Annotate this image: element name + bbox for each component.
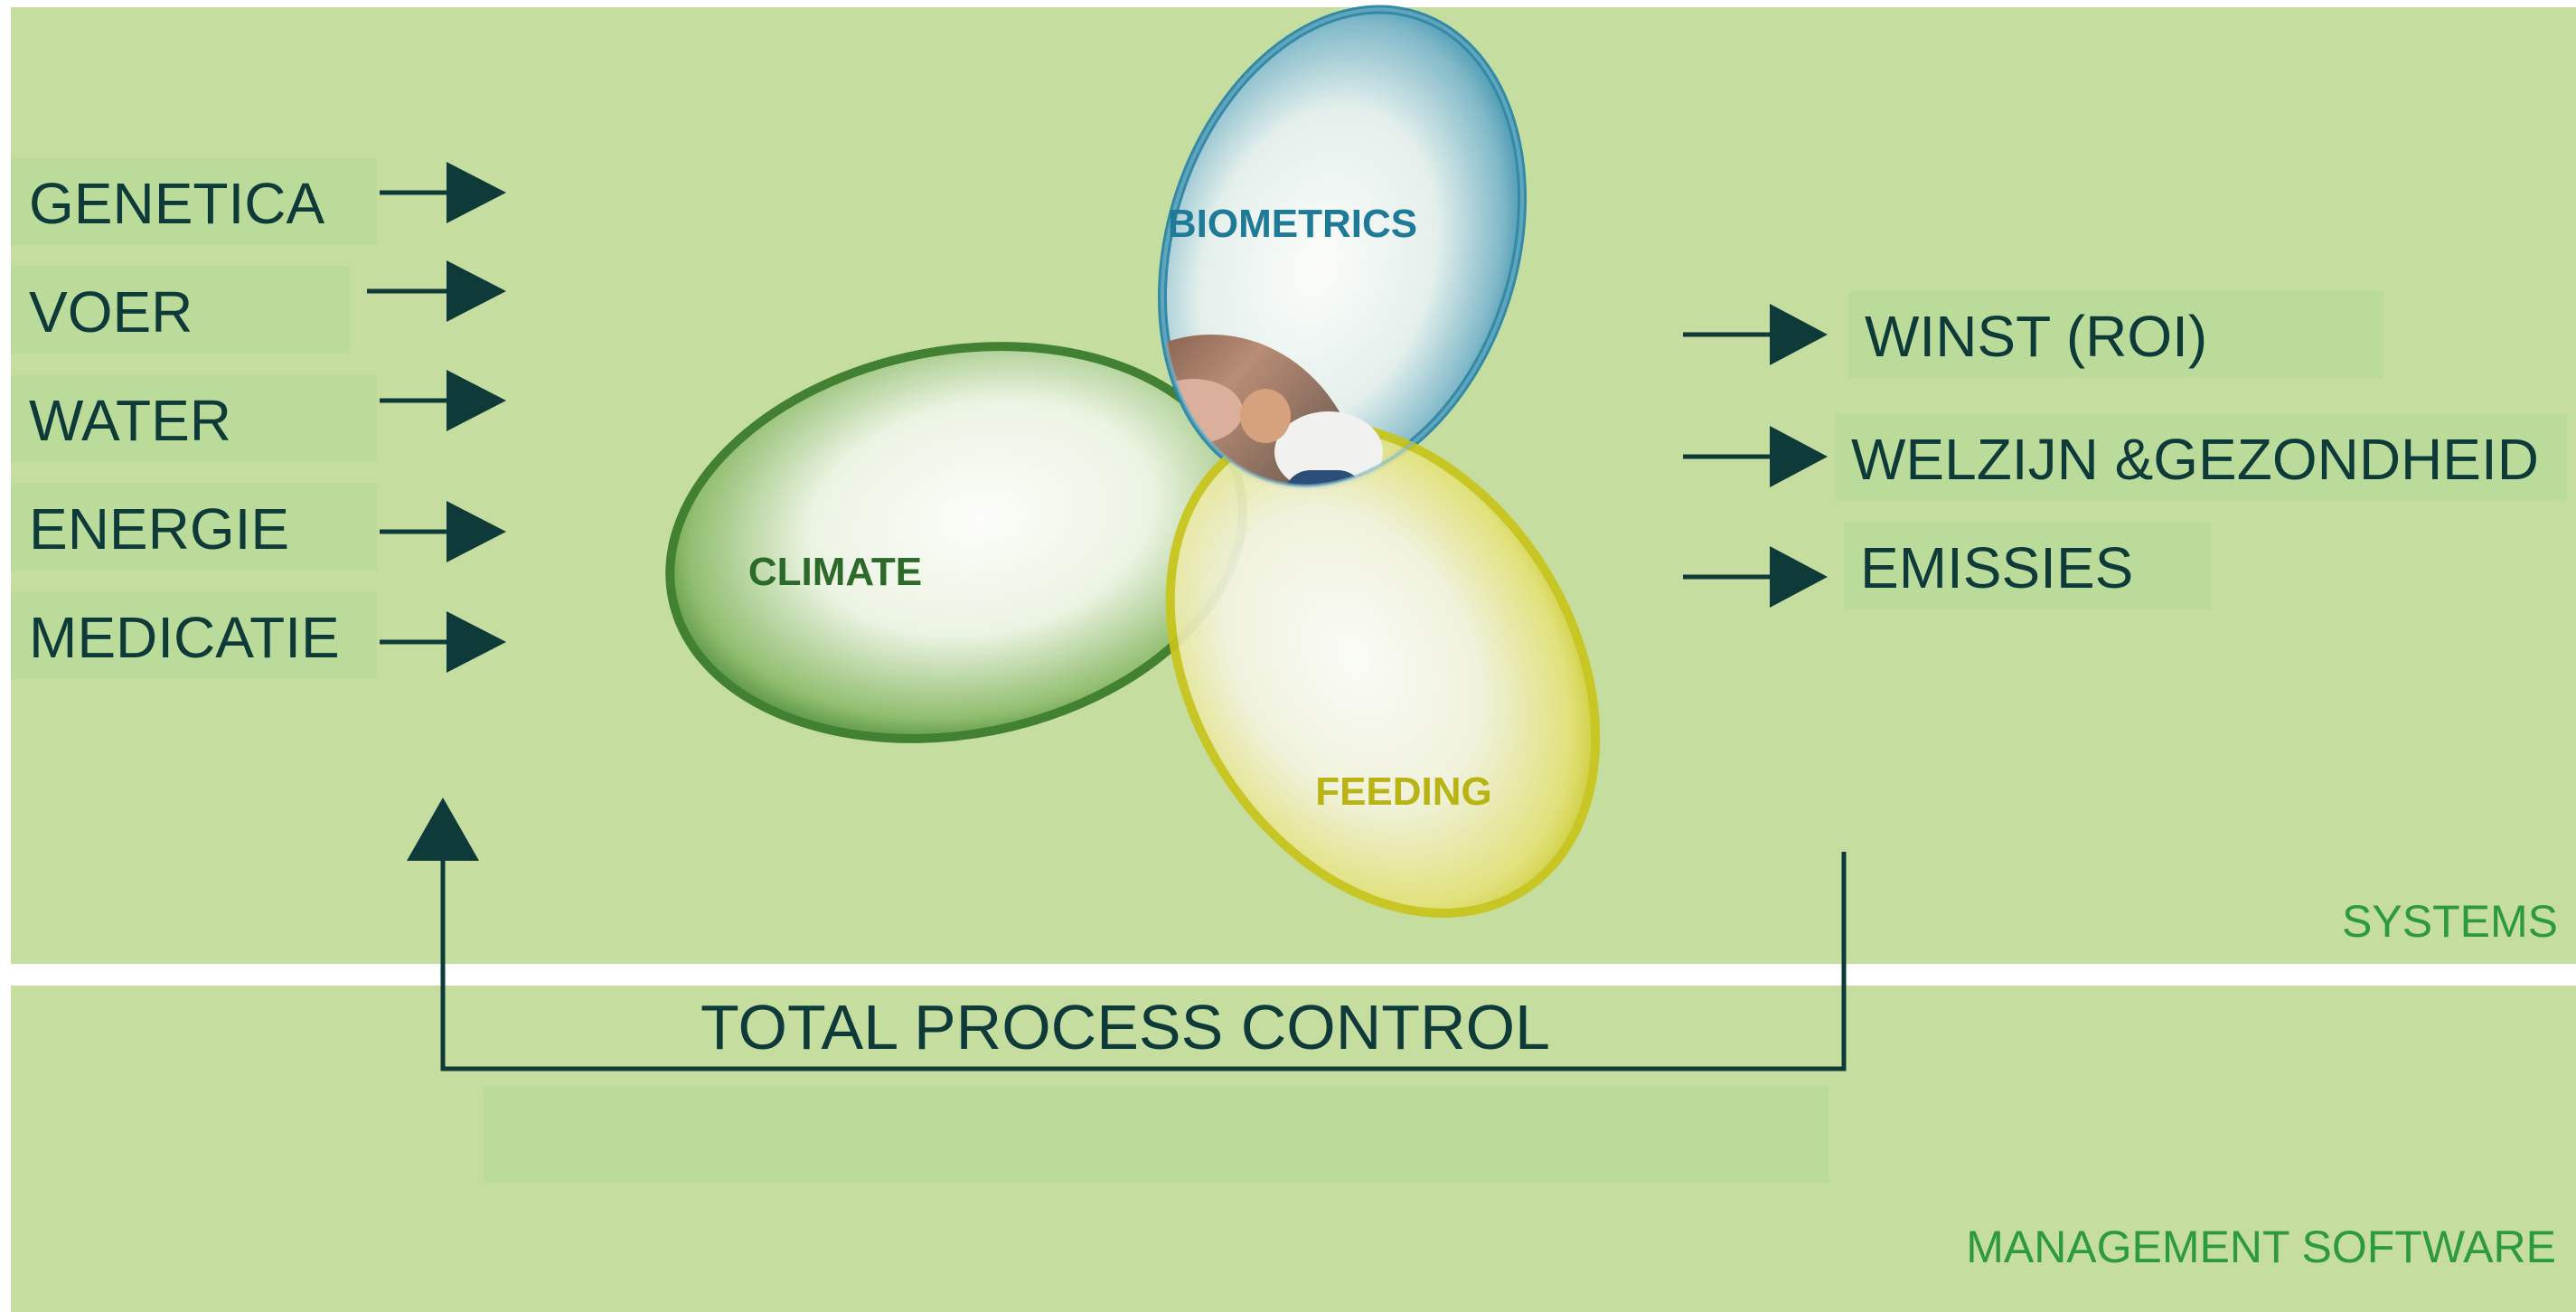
feedback-loop-line: [440, 852, 1847, 1071]
input-label: VOER: [29, 279, 193, 345]
output-arrowhead: [1770, 546, 1828, 608]
output-label: WELZIJN &GEZONDHEID: [1851, 427, 2539, 492]
input-label-box: [11, 375, 377, 462]
outputs-group: WINST (ROI) WELZIJN &GEZONDHEID EMISSIES: [1683, 291, 2567, 609]
output-arrowhead: [1770, 426, 1828, 487]
feeding-label: FEEDING: [1315, 769, 1492, 814]
input-label-box: [11, 484, 377, 571]
inputs-group: GENETICA VOER WATER ENERGIE MEDICATIE: [11, 158, 506, 679]
feedback-loop-arrowhead: [407, 798, 479, 861]
input-label-box: [11, 267, 350, 354]
total-process-control-label: TOTAL PROCESS CONTROL: [700, 992, 1550, 1062]
input-label: ENERGIE: [29, 496, 289, 562]
input-item-water: WATER: [11, 370, 506, 462]
output-label-box: [1848, 291, 2383, 378]
input-arrowhead: [447, 260, 506, 322]
management-software-label: MANAGEMENT SOFTWARE: [1966, 1222, 2556, 1272]
input-item-genetica: GENETICA: [11, 158, 506, 245]
output-label-box: [1844, 523, 2211, 609]
input-arrowhead: [447, 501, 506, 562]
input-arrowhead: [447, 370, 506, 431]
input-item-voer: VOER: [11, 260, 506, 354]
output-label: EMISSIES: [1860, 535, 2133, 600]
output-item-emissies: EMISSIES: [1683, 523, 2211, 609]
systems-label: SYSTEMS: [2342, 896, 2558, 947]
input-label: WATER: [29, 388, 231, 453]
output-item-winst-roi: WINST (ROI): [1683, 291, 2383, 378]
output-item-welzijn-gezondheid: WELZIJN &GEZONDHEID: [1683, 414, 2567, 501]
input-arrowhead: [447, 162, 506, 223]
input-label-box: [11, 592, 377, 679]
climate-label: CLIMATE: [748, 550, 922, 594]
biometrics-label: BIOMETRICS: [1168, 202, 1417, 246]
loop-band: [484, 1087, 1829, 1183]
output-label-box: [1835, 414, 2567, 501]
output-label: WINST (ROI): [1865, 304, 2207, 369]
output-arrowhead: [1770, 304, 1828, 365]
input-item-energie: ENERGIE: [11, 484, 506, 571]
input-item-medicatie: MEDICATIE: [11, 592, 506, 679]
input-label-box: [11, 158, 377, 245]
input-label: MEDICATIE: [29, 605, 340, 670]
input-label: GENETICA: [29, 171, 324, 236]
input-arrowhead: [447, 611, 506, 673]
zone-divider: [0, 964, 2576, 986]
